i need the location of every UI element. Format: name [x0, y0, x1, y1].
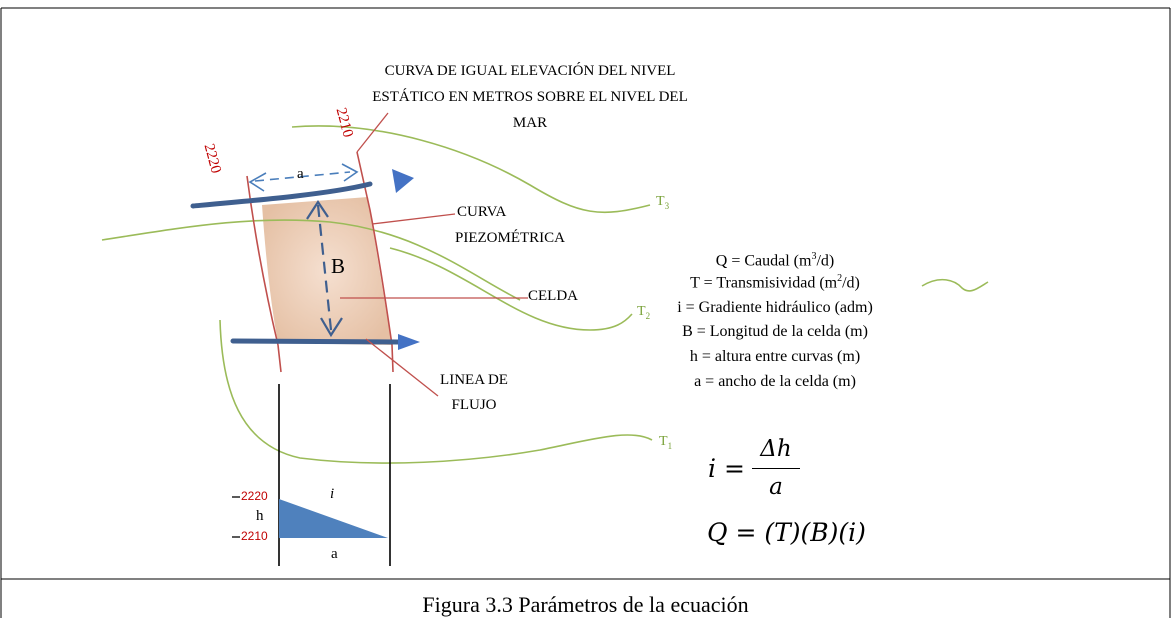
formula-i-left: i =	[708, 454, 745, 483]
dimension-b-label: B	[331, 254, 346, 278]
dimension-a-line	[254, 171, 351, 182]
celda-label: CELDA	[528, 288, 578, 304]
profile-label-h: h	[256, 508, 264, 524]
t2-letter: T	[637, 304, 646, 319]
flow-line-top	[190, 181, 373, 209]
formula-q: Q = (T)(B)(i)	[707, 518, 866, 547]
legend-i: i = Gradiente hidráulico (adm)	[677, 299, 873, 316]
legend-q-text: Q = Caudal (m	[715, 252, 812, 270]
contour-2210-line	[356, 151, 394, 373]
figure-caption: Figura 3.3 Parámetros de la ecuación	[422, 592, 749, 617]
legend-curve-symbol	[921, 278, 989, 292]
cell-area	[262, 197, 392, 345]
flow-arrowhead-top	[392, 169, 414, 193]
dimension-a-arrow-left	[248, 172, 267, 192]
title-line-2: ESTÁTICO EN METROS SOBRE EL NIVEL DEL	[372, 89, 688, 105]
curva-leader-line	[371, 213, 456, 225]
t1-curve	[219, 319, 653, 464]
legend-q-end: /d)	[816, 252, 835, 270]
t2-subscript: 2	[645, 310, 651, 321]
profile-label-a: a	[331, 546, 338, 562]
t1-subscript: 1	[667, 440, 673, 451]
contour-leader-line	[356, 112, 389, 153]
t2-label: T2	[637, 304, 650, 321]
linea-label-line1: LINEA DE	[440, 372, 508, 388]
legend-t-end: /d)	[842, 274, 860, 292]
flow-arrowhead-bottom	[398, 334, 420, 350]
dimension-b-line	[316, 204, 333, 331]
legend-q-sup: 3	[811, 251, 817, 262]
gradient-triangle	[279, 499, 388, 538]
curva-label-line2: PIEZOMÉTRICA	[455, 230, 565, 246]
title-line-3: MAR	[512, 115, 548, 131]
dimension-a-label: a	[297, 166, 304, 182]
profile-label-2220: 2220	[241, 489, 268, 503]
dimension-a-arrow-right	[341, 163, 359, 182]
legend-t-sup: 2	[837, 273, 843, 284]
formula-i-numerator: Δh	[760, 436, 792, 462]
t3-label: T3	[656, 194, 669, 211]
profile-label-2210: 2210	[241, 529, 268, 543]
t2-curve-upper	[101, 219, 521, 301]
linea-label-line2: FLUJO	[451, 397, 497, 413]
curva-label-line1: CURVA	[457, 204, 507, 220]
title-line-1: CURVA DE IGUAL ELEVACIÓN DEL NIVEL	[384, 63, 676, 79]
legend-b: B = Longitud de la celda (m)	[682, 323, 868, 340]
formula-i-denominator: a	[769, 474, 783, 500]
t2-curve-lower	[389, 247, 633, 331]
profile-label-i: i	[330, 486, 335, 502]
flow-line-bottom	[230, 338, 401, 345]
t3-letter: T	[656, 194, 665, 209]
linea-leader-line	[365, 338, 439, 397]
contour-title-block: CURVA DE IGUAL ELEVACIÓN DEL NIVEL ESTÁT…	[330, 58, 730, 136]
t1-letter: T	[659, 434, 668, 449]
t3-curve	[291, 125, 651, 214]
t3-subscript: 3	[664, 200, 670, 211]
contour-2220-line	[246, 175, 282, 373]
legend-a: a = ancho de la celda (m)	[694, 373, 856, 390]
legend-t: T = Transmisividad (m2/d)	[600, 273, 950, 292]
dimension-b-arrow-bottom	[320, 317, 343, 338]
t1-label: T1	[659, 434, 672, 451]
legend-q: Q = Caudal (m3/d)	[600, 251, 950, 270]
dimension-b-arrow-top	[306, 199, 329, 220]
formula-i-fraction-bar	[752, 468, 800, 469]
legend-t-text: T = Transmisividad (m	[690, 274, 838, 292]
legend-h: h = altura entre curvas (m)	[689, 348, 861, 365]
